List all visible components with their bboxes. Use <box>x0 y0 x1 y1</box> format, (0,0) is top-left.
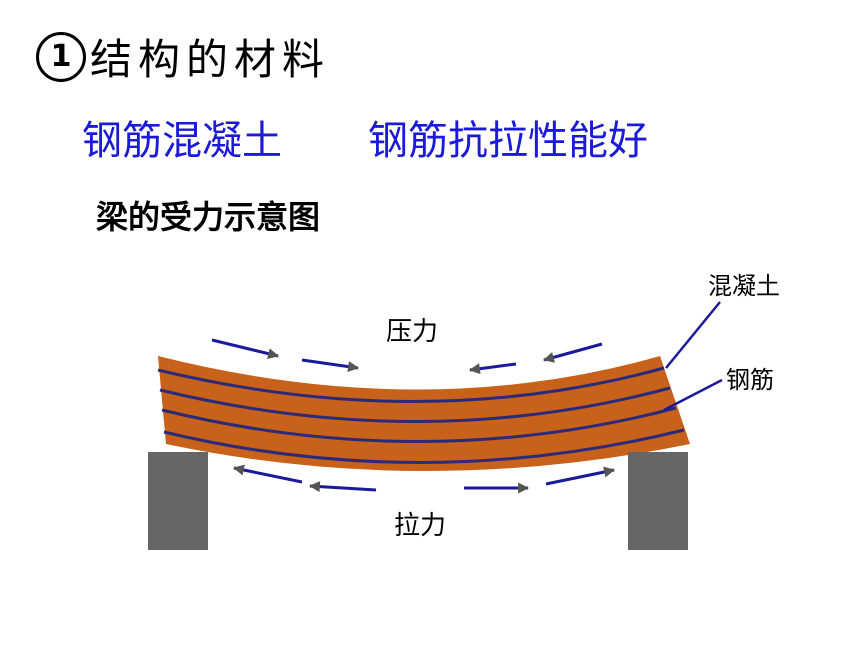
tension-arrow <box>232 464 303 484</box>
steel-bar <box>163 428 685 464</box>
beam-force-diagram: 梁的受力示意图 压力 拉力 混凝土 钢筋 <box>90 188 802 550</box>
left-support <box>148 452 208 550</box>
heading-text: 结构的材料 <box>90 35 331 84</box>
compression-arrow <box>468 362 517 375</box>
compression-arrow <box>211 338 280 360</box>
compression-arrow <box>542 342 603 363</box>
concrete-leader-line <box>665 301 721 369</box>
concrete-label: 混凝土 <box>708 272 780 300</box>
concrete-beam <box>158 356 690 471</box>
steel-label: 钢筋 <box>726 366 774 394</box>
steel-bar <box>159 386 671 423</box>
compression-arrow <box>301 358 360 373</box>
tension-label: 拉力 <box>394 511 446 541</box>
subtitle-material: 钢筋混凝土 <box>82 118 282 164</box>
compression-label: 压力 <box>386 317 438 347</box>
right-support <box>628 452 688 550</box>
tension-arrow <box>308 481 377 493</box>
steel-leader-line <box>663 378 723 412</box>
subtitle-property: 钢筋抗拉性能好 <box>368 118 648 164</box>
steel-bar <box>157 366 665 403</box>
diagram-title: 梁的受力示意图 <box>96 198 320 236</box>
circled-number: 1 <box>36 31 86 82</box>
slide-heading: 1 结构的材料 <box>36 26 330 87</box>
steel-bar <box>161 406 677 443</box>
tension-arrow <box>545 466 616 486</box>
